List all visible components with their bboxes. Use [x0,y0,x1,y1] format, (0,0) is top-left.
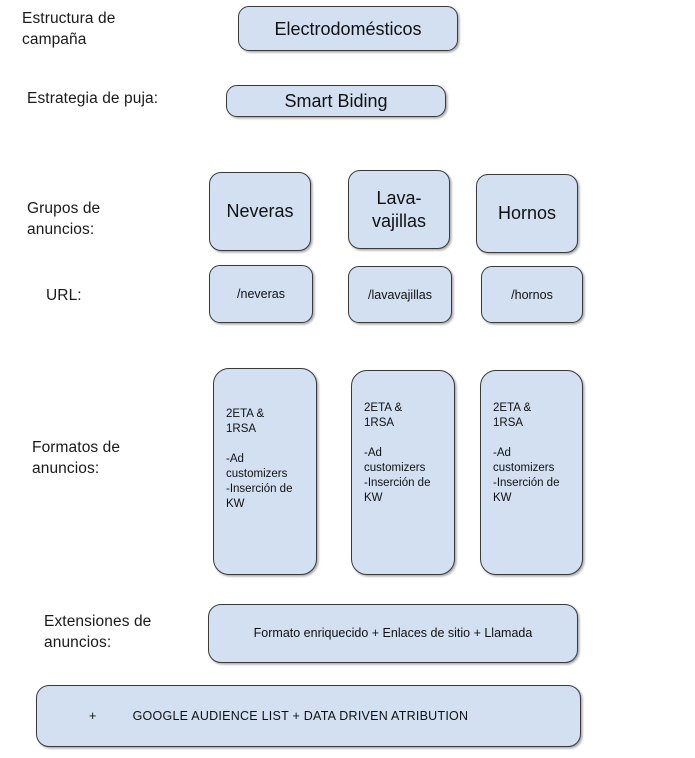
label-url: URL: [46,287,82,304]
label-bid-strategy: Estrategia de puja: [27,90,159,107]
node-url-neveras[interactable]: /neveras [209,265,313,323]
footer-content: + GOOGLE AUDIENCE LIST + DATA DRIVEN ATR… [37,708,580,725]
plus-icon: + [89,708,97,723]
label-ad-extensions: Extensiones de anuncios: [44,613,152,651]
node-ad-group-lavavajillas[interactable]: Lava- vajillas [348,170,450,249]
node-bid-strategy-smart-biding[interactable]: Smart Biding [226,85,446,117]
node-ad-format-lavavajillas[interactable]: 2ETA & 1RSA -Ad customizers -Inserción d… [351,370,455,575]
node-campaign-electrodomesticos[interactable]: Electrodomésticos [238,6,458,51]
label-ad-groups: Grupos de anuncios: [27,200,101,238]
node-footer-bar[interactable]: + GOOGLE AUDIENCE LIST + DATA DRIVEN ATR… [36,685,581,747]
node-ad-group-hornos[interactable]: Hornos [476,174,578,253]
footer-text: GOOGLE AUDIENCE LIST + DATA DRIVEN ATRIB… [132,708,469,723]
label-campaign-structure: Estructura de campaña [22,10,116,48]
node-url-hornos[interactable]: /hornos [481,266,583,323]
node-url-lavavajillas[interactable]: /lavavajillas [348,266,452,323]
node-ad-format-hornos[interactable]: 2ETA & 1RSA -Ad customizers -Inserción d… [480,370,583,575]
node-ad-group-neveras[interactable]: Neveras [209,172,311,251]
node-ad-extensions-bar[interactable]: Formato enriquecido + Enlaces de sitio +… [208,604,578,663]
label-ad-formats: Formatos de anuncios: [32,439,121,477]
node-ad-format-neveras[interactable]: 2ETA & 1RSA -Ad customizers -Inserción d… [213,368,317,575]
